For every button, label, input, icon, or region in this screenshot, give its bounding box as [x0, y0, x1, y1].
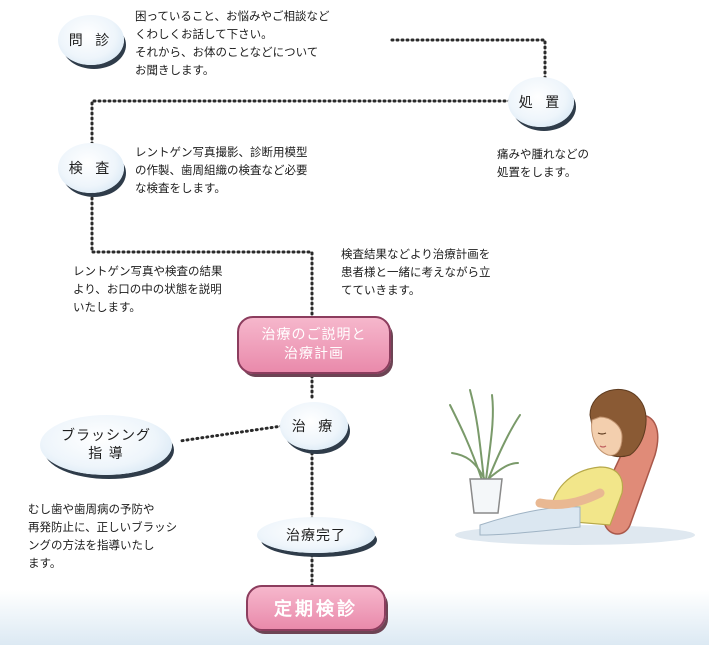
- connector-chiryo-brushing: [178, 424, 284, 443]
- patient-relaxing-illustration: [449, 388, 695, 545]
- step-kensa-label: 検 査: [68, 161, 114, 177]
- step-kensa: 検 査: [58, 143, 124, 193]
- connector-monshin-shochi: [390, 38, 547, 84]
- patient-face-icon: [591, 416, 623, 456]
- step-chiryo-label: 治 療: [291, 419, 337, 435]
- desc-shochi: 痛みや腫れなどの 処置をします。: [497, 147, 589, 179]
- plant-pot-icon: [469, 478, 503, 514]
- step-chiryo: 治 療: [280, 402, 348, 450]
- step-explanation-plan: 治療のご説明と 治療計画: [237, 316, 391, 374]
- connector-kensa-explanation: [90, 181, 314, 320]
- step-explanation-plan-label: 治療のご説明と 治療計画: [261, 327, 367, 362]
- connector-shochi-kensa: [90, 99, 512, 150]
- step-checkup-label: 定期検診: [274, 599, 358, 620]
- step-monshin: 問 診: [58, 15, 124, 65]
- step-monshin-label: 問 診: [68, 33, 114, 49]
- desc-monshin: 困っていること、お悩みやご相談など くわしくお話して下さい。 それから、お体のこ…: [135, 9, 330, 77]
- step-complete-label: 治療完了: [286, 528, 346, 544]
- plant-icon: [449, 389, 521, 481]
- desc-plan: 検査結果などより治療計画を 患者様と一緒に考えながら立 てていきます。: [341, 247, 491, 297]
- desc-kensa: レントゲン写真撮影、診断用模型 の作製、歯周組織の検査など必要 な検査をします。: [135, 145, 308, 195]
- desc-brushing: むし歯や歯周病の予防や 再発防止に、正しいブラッシ ングの方法を指導いたし ます…: [28, 502, 178, 570]
- step-shochi-label: 処 置: [518, 95, 564, 111]
- step-complete: 治療完了: [257, 517, 375, 553]
- desc-explain: レントゲン写真や検査の結果 より、お口の中の状態を説明 いたします。: [73, 264, 223, 314]
- step-shochi: 処 置: [508, 77, 574, 127]
- step-brushing-label: ブラッシング 指 導: [61, 428, 151, 462]
- step-checkup: 定期検診: [246, 585, 386, 631]
- step-brushing: ブラッシング 指 導: [40, 415, 172, 475]
